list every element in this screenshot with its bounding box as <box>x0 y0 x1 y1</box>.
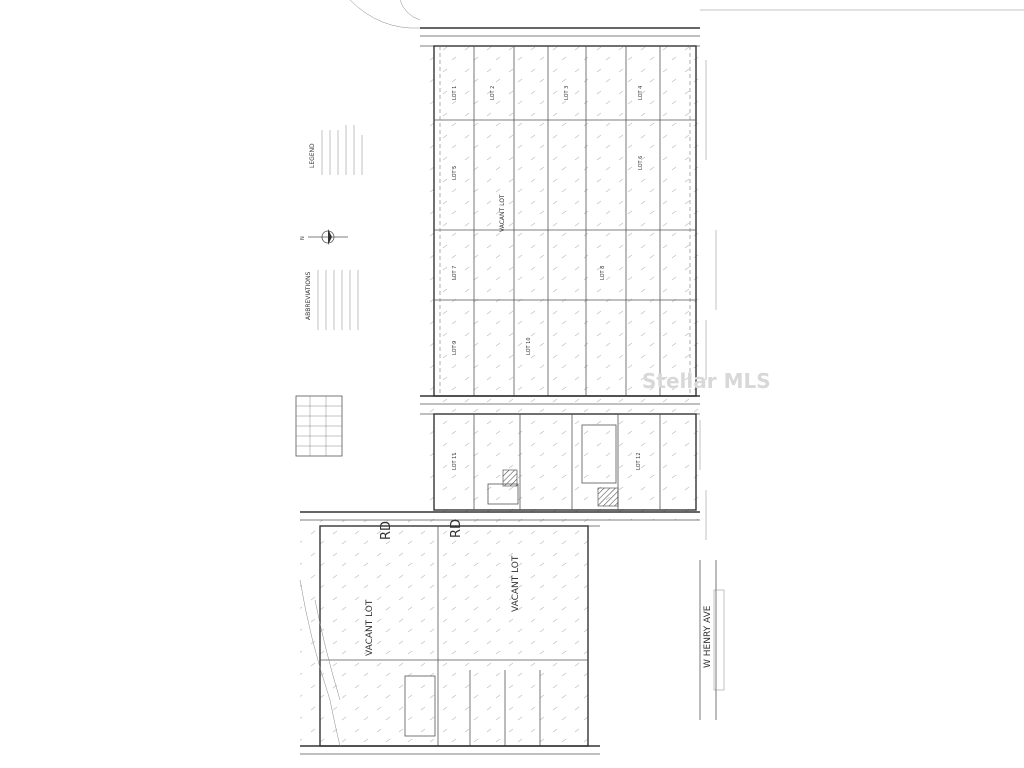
lot-label: LOT 3 <box>564 86 570 100</box>
w-henry-ave: W HENRY AVE <box>699 560 725 720</box>
small-building-outline <box>404 675 436 737</box>
street-label-w-henry-ave: W HENRY AVE <box>703 605 713 668</box>
lot-label: LOT 8 <box>600 266 606 280</box>
lot-label: LOT 4 <box>638 86 644 100</box>
middle-block <box>433 413 697 511</box>
lot-label: LOT 11 <box>452 452 458 470</box>
building-outline <box>487 483 519 505</box>
lower-parcel-shading <box>300 520 590 750</box>
lot-label: LOT 7 <box>452 266 458 280</box>
lot-label: LOT 12 <box>636 452 642 470</box>
lot-label: LOT 1 <box>452 86 458 100</box>
right-callouts <box>699 60 717 540</box>
lot-label: LOT 6 <box>638 156 644 170</box>
abbreviations: ABBREVIATIONS <box>305 270 359 330</box>
street-label-rd: RD <box>449 519 464 538</box>
building-outline <box>581 424 617 484</box>
lot-label: LOT 5 <box>452 166 458 180</box>
legend: LEGEND <box>309 125 363 175</box>
legend-title: LEGEND <box>309 143 316 168</box>
lot-labels: LOT 1 LOT 2 LOT 3 LOT 4 LOT 5 LOT 6 LOT … <box>452 86 644 470</box>
structure-hatch <box>597 487 619 507</box>
lot-label: LOT 2 <box>490 86 496 100</box>
vacant-lot-label: VACANT LOT <box>499 194 506 232</box>
top-road <box>349 0 1024 47</box>
watermark: Stellar MLS <box>642 369 771 393</box>
vacant-lot-label: VACANT LOT <box>511 555 521 612</box>
north-arrow: N <box>300 229 348 245</box>
abbreviations-title: ABBREVIATIONS <box>305 272 312 320</box>
street-label-rd: RD <box>379 521 394 540</box>
lot-label: LOT 10 <box>526 337 532 355</box>
lot-label: LOT 9 <box>452 341 458 355</box>
north-label: N <box>300 236 306 240</box>
lower-parcels <box>299 525 600 755</box>
curve-table <box>295 395 343 457</box>
upper-parcel-shading <box>430 40 700 520</box>
vacant-lot-label: VACANT LOT <box>365 599 375 656</box>
structure-hatch <box>502 469 518 487</box>
